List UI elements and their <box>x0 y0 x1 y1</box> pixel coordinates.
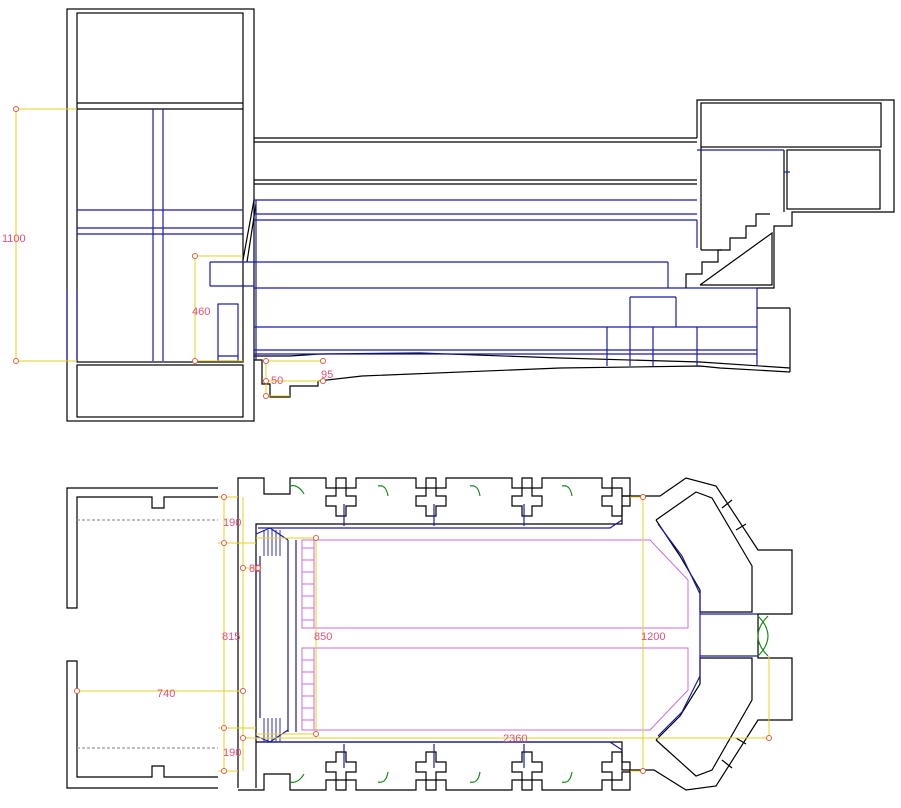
dim-width-total: 815 <box>222 631 240 643</box>
dim-height-inner: 460 <box>192 306 210 318</box>
section-dimensions: 1100 460 50 95 <box>2 106 333 399</box>
plan-view: 190 80 815 850 1200 740 190 2360 <box>66 477 793 791</box>
dim-inner-width: 850 <box>314 631 332 643</box>
dim-gap: 80 <box>249 563 261 575</box>
dim-length-total: 2360 <box>503 733 527 745</box>
plan-nave-walls <box>237 477 631 791</box>
dim-porch-depth: 740 <box>157 688 175 700</box>
dim-side-lower: 190 <box>223 747 241 759</box>
section-view: 1100 460 50 95 <box>2 8 895 422</box>
plan-seating <box>301 539 689 731</box>
section-nave <box>242 137 791 398</box>
section-chancel <box>685 99 895 372</box>
section-nave-framing <box>209 199 758 366</box>
dim-step-run: 95 <box>321 369 333 381</box>
dim-height-total: 1100 <box>2 233 26 245</box>
dim-step-small: 50 <box>271 375 283 387</box>
dim-side-upper: 190 <box>223 517 241 529</box>
section-chancel-framing <box>696 149 790 248</box>
plan-porch <box>66 487 218 789</box>
plan-apse-framing <box>657 523 758 737</box>
plan-doors <box>289 485 769 783</box>
plan-nave-framing <box>255 504 623 768</box>
section-tower <box>66 8 255 422</box>
section-tower-framing <box>66 109 243 362</box>
plan-dimensions: 190 80 815 850 1200 740 190 2360 <box>74 494 772 774</box>
dim-apse-width: 1200 <box>641 631 665 643</box>
